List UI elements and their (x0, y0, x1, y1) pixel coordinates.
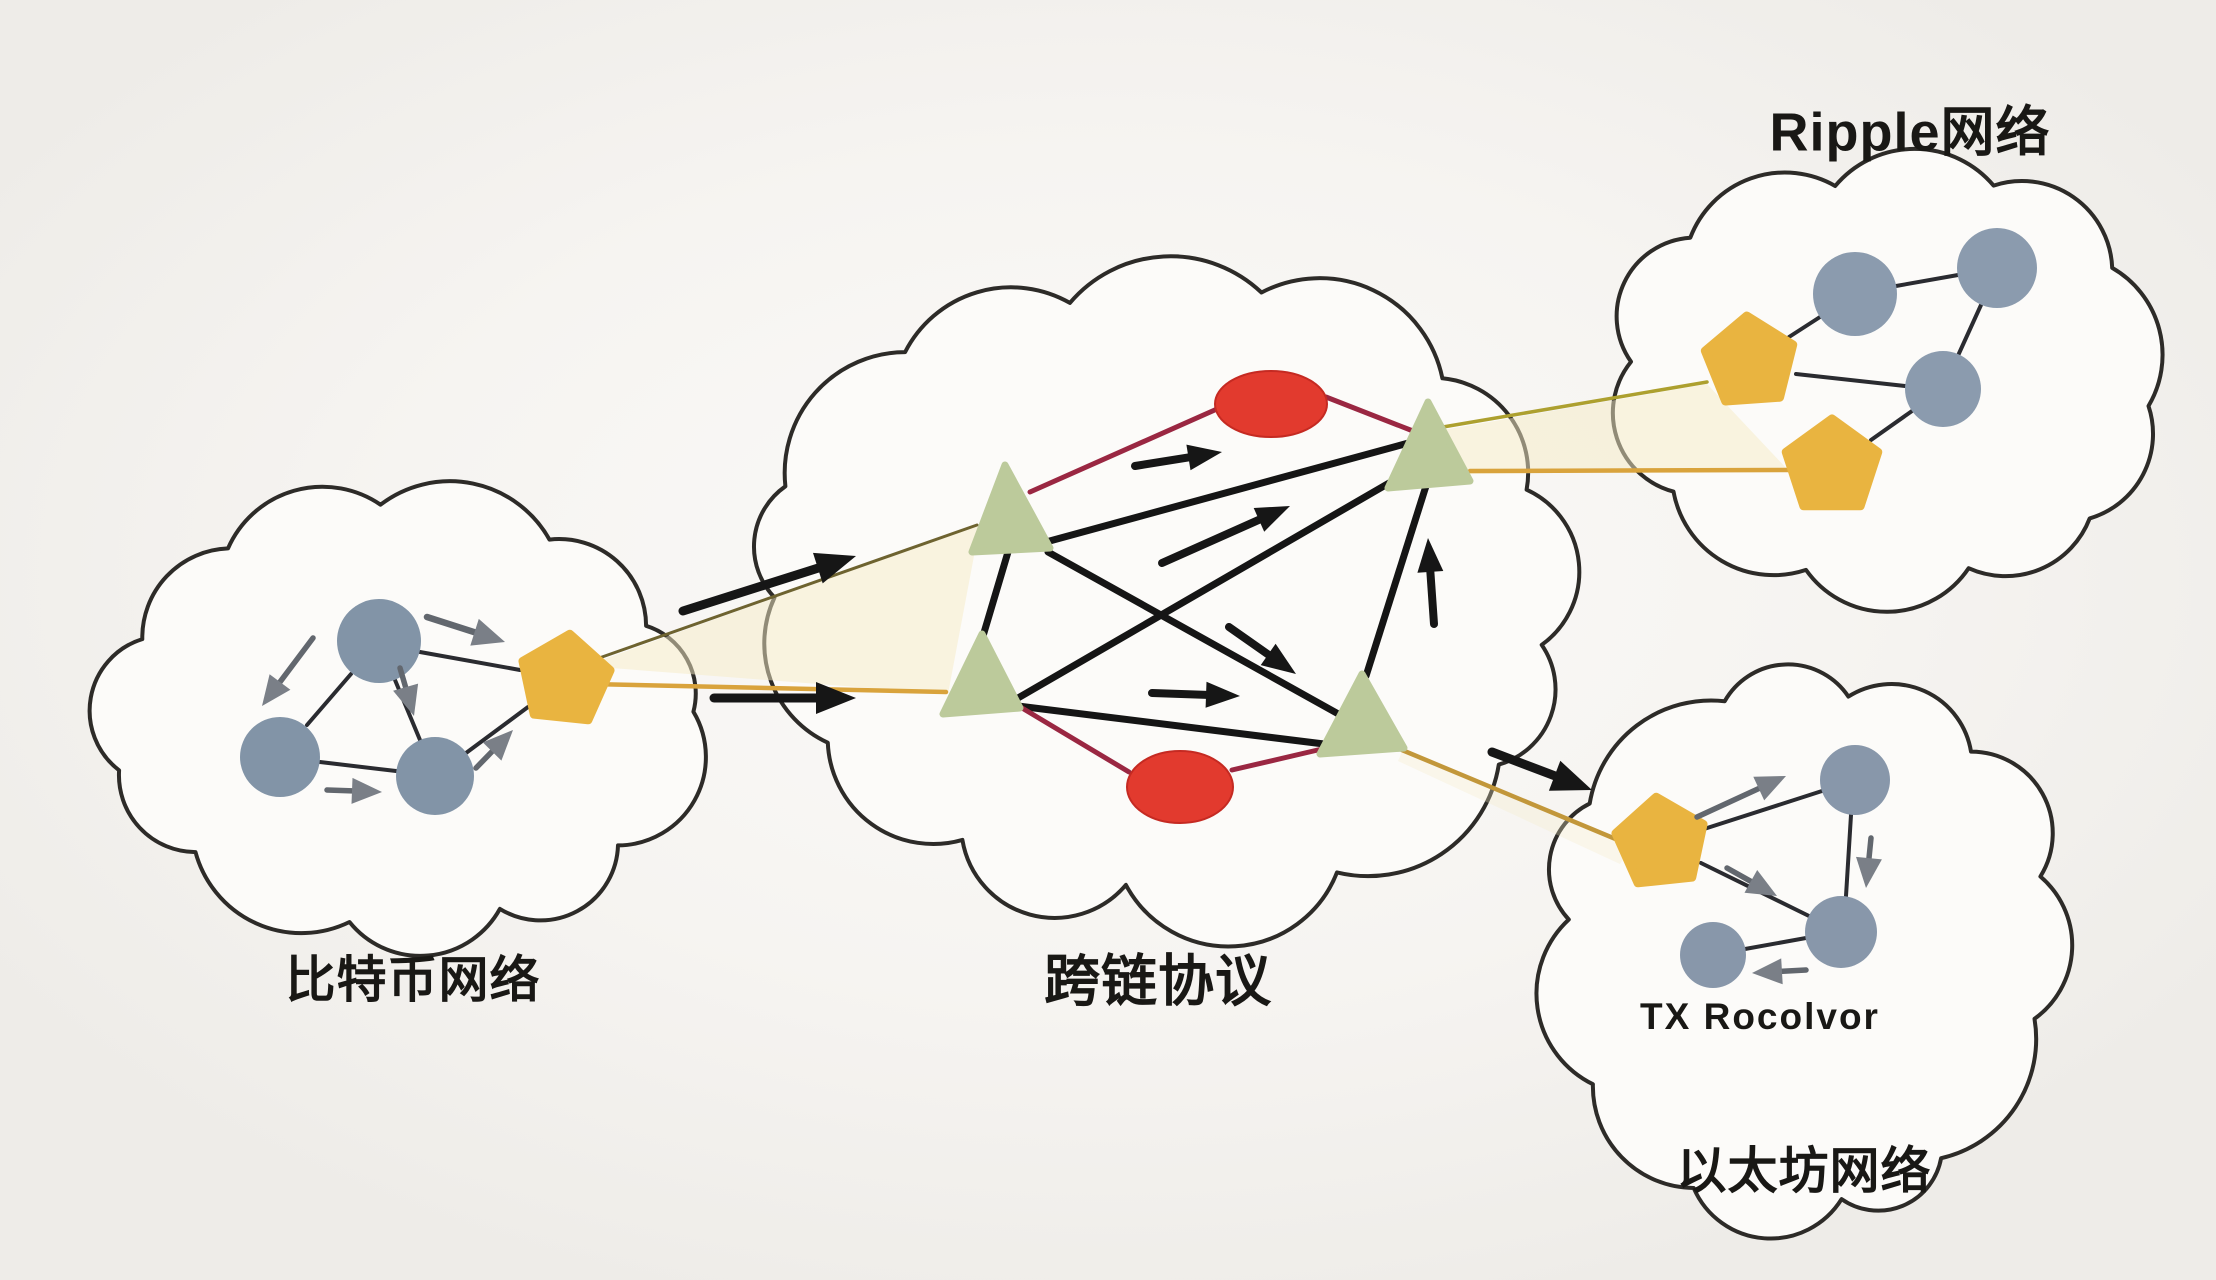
arrow-mesh-diagonal-down (1225, 623, 1276, 661)
arrow-btc-1-to-3 (397, 665, 410, 694)
edge-11 (1027, 406, 1220, 495)
arrow-eth-gateway-to-1-head (1753, 776, 1786, 801)
edge-28 (1743, 936, 1808, 951)
edge-12 (1323, 394, 1416, 434)
edge-10 (1362, 482, 1430, 680)
edge-2 (318, 760, 398, 773)
edge-18 (1467, 467, 1791, 474)
arrow-eth-2-to-3-head (1752, 958, 1783, 985)
edge-6 (1044, 548, 1346, 720)
protocol-cloud (751, 254, 1582, 949)
edge-24 (1794, 372, 1907, 388)
arrow-btc-1-to-gateway-head (470, 618, 505, 646)
bitcoin-node-2 (240, 717, 320, 797)
edge-5 (1042, 438, 1416, 546)
edge-15 (583, 523, 979, 665)
edge-8 (1014, 702, 1328, 748)
edge-14 (1229, 746, 1325, 773)
arrow-btc-2-to-3-head (351, 777, 382, 804)
edge-3 (464, 705, 530, 755)
edge-4 (418, 650, 522, 672)
bitcoin-gateway-pentagon (518, 629, 615, 725)
arrow-btc-2-to-3 (324, 787, 359, 794)
beam-bitcoin-to-protocol (585, 524, 980, 694)
edge-23 (1869, 409, 1914, 442)
arrow-bitcoin-to-protocol-upper (678, 562, 827, 616)
label-bitcoin-network: 比特币网络 (285, 952, 541, 1008)
arrow-btc-1-to-gateway (423, 613, 482, 637)
arrow-mesh-diagonal-down-head (1260, 643, 1296, 674)
arrow-mesh-bottom (1148, 689, 1215, 699)
edge-7 (1014, 475, 1400, 702)
ethereum-gateway-pentagon (1611, 792, 1708, 888)
bitcoin-node-1 (337, 599, 421, 683)
arrow-eth-gateway-to-2-head (1744, 870, 1777, 896)
edge-9 (979, 548, 1012, 640)
arrow-mesh-right-up-head (1417, 538, 1444, 573)
protocol-validator-bottom-right (1316, 670, 1408, 758)
ripple-node-3 (1905, 351, 1981, 427)
arrow-btc-3-to-gateway (473, 745, 498, 771)
arrow-bitcoin-to-protocol-upper-head (813, 552, 856, 584)
beam-protocol-to-ripple (1443, 384, 1788, 474)
edge-25 (1702, 789, 1824, 831)
label-ripple-network: Ripple网络 (1769, 102, 2051, 163)
arrow-btc-1-to-3-head (393, 683, 419, 716)
arrow-mesh-top (1131, 452, 1197, 470)
arrow-eth-1-to-2-head (1856, 856, 1882, 888)
arrow-eth-1-to-2 (1865, 835, 1874, 865)
label-tx-receiver: TX Rocolvor (1640, 996, 1880, 1037)
protocol-validator-top-right (1384, 398, 1474, 492)
label-ethereum-network: 以太坊网络 (1676, 1143, 1932, 1199)
edge-19 (1399, 747, 1633, 848)
ethereum-node-2 (1805, 896, 1877, 968)
arrow-mesh-top-head (1186, 444, 1222, 471)
ethereum-node-1 (1820, 745, 1890, 815)
ripple-gateway-pentagon-1 (1700, 311, 1798, 406)
edge-20 (1787, 315, 1822, 339)
ripple-node-1 (1813, 252, 1897, 336)
ripple-gateway-pentagon-2 (1781, 414, 1883, 511)
arrow-eth-2-to-3 (1775, 967, 1809, 975)
arrow-btc-1-to-2-head (262, 674, 291, 706)
protocol-relay-top (1214, 370, 1328, 438)
protocol-validator-bottom-left (939, 630, 1024, 718)
edge-22 (1954, 303, 1983, 362)
arrow-btc-3-to-gateway-head (482, 730, 513, 761)
bitcoin-cloud (87, 479, 708, 958)
edge-17 (1441, 380, 1709, 429)
arrow-protocol-to-ethereum (1487, 747, 1563, 782)
edge-27 (1844, 813, 1853, 898)
arrow-mesh-diagonal-up-head (1253, 506, 1290, 532)
ripple-node-2 (1957, 228, 2037, 308)
arrow-bitcoin-to-protocol-lower-head (816, 682, 856, 714)
label-crosschain-protocol: 跨链协议 (1044, 949, 1272, 1013)
protocol-validator-top-left (968, 461, 1054, 556)
ethereum-node-3 (1680, 922, 1746, 988)
beam-protocol-to-ethereum (1398, 752, 1632, 864)
arrow-btc-1-to-2 (274, 635, 316, 688)
arrow-mesh-bottom-head (1205, 681, 1240, 708)
edge-0 (305, 672, 353, 727)
arrow-mesh-diagonal-up (1158, 514, 1267, 567)
edge-21 (1894, 273, 1960, 288)
protocol-relay-bottom (1126, 750, 1234, 824)
edge-13 (1009, 699, 1132, 775)
edge-16 (587, 681, 949, 695)
arrow-eth-gateway-to-1 (1694, 784, 1766, 820)
bitcoin-node-3 (396, 737, 474, 815)
ripple-cloud (1610, 146, 2165, 614)
arrow-protocol-to-ethereum-head (1548, 760, 1592, 791)
arrow-eth-gateway-to-2 (1724, 865, 1758, 887)
arrow-mesh-right-up (1426, 563, 1438, 628)
